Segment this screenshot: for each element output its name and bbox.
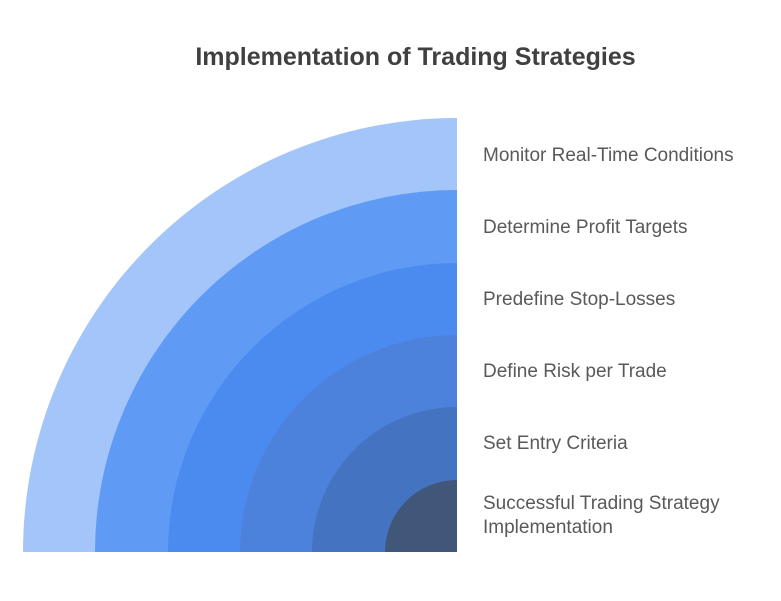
ring-label: Successful Trading Strategy Implementati… [483,493,720,538]
diagram-title: Implementation of Trading Strategies [195,43,636,71]
ring-label: Determine Profit Targets [483,217,688,238]
ring-label: Define Risk per Trade [483,361,667,382]
ring-label: Predefine Stop-Losses [483,289,676,310]
ring-label: Set Entry Criteria [483,433,628,454]
ring-circle [385,480,457,552]
ring-label: Monitor Real-Time Conditions [483,145,734,166]
